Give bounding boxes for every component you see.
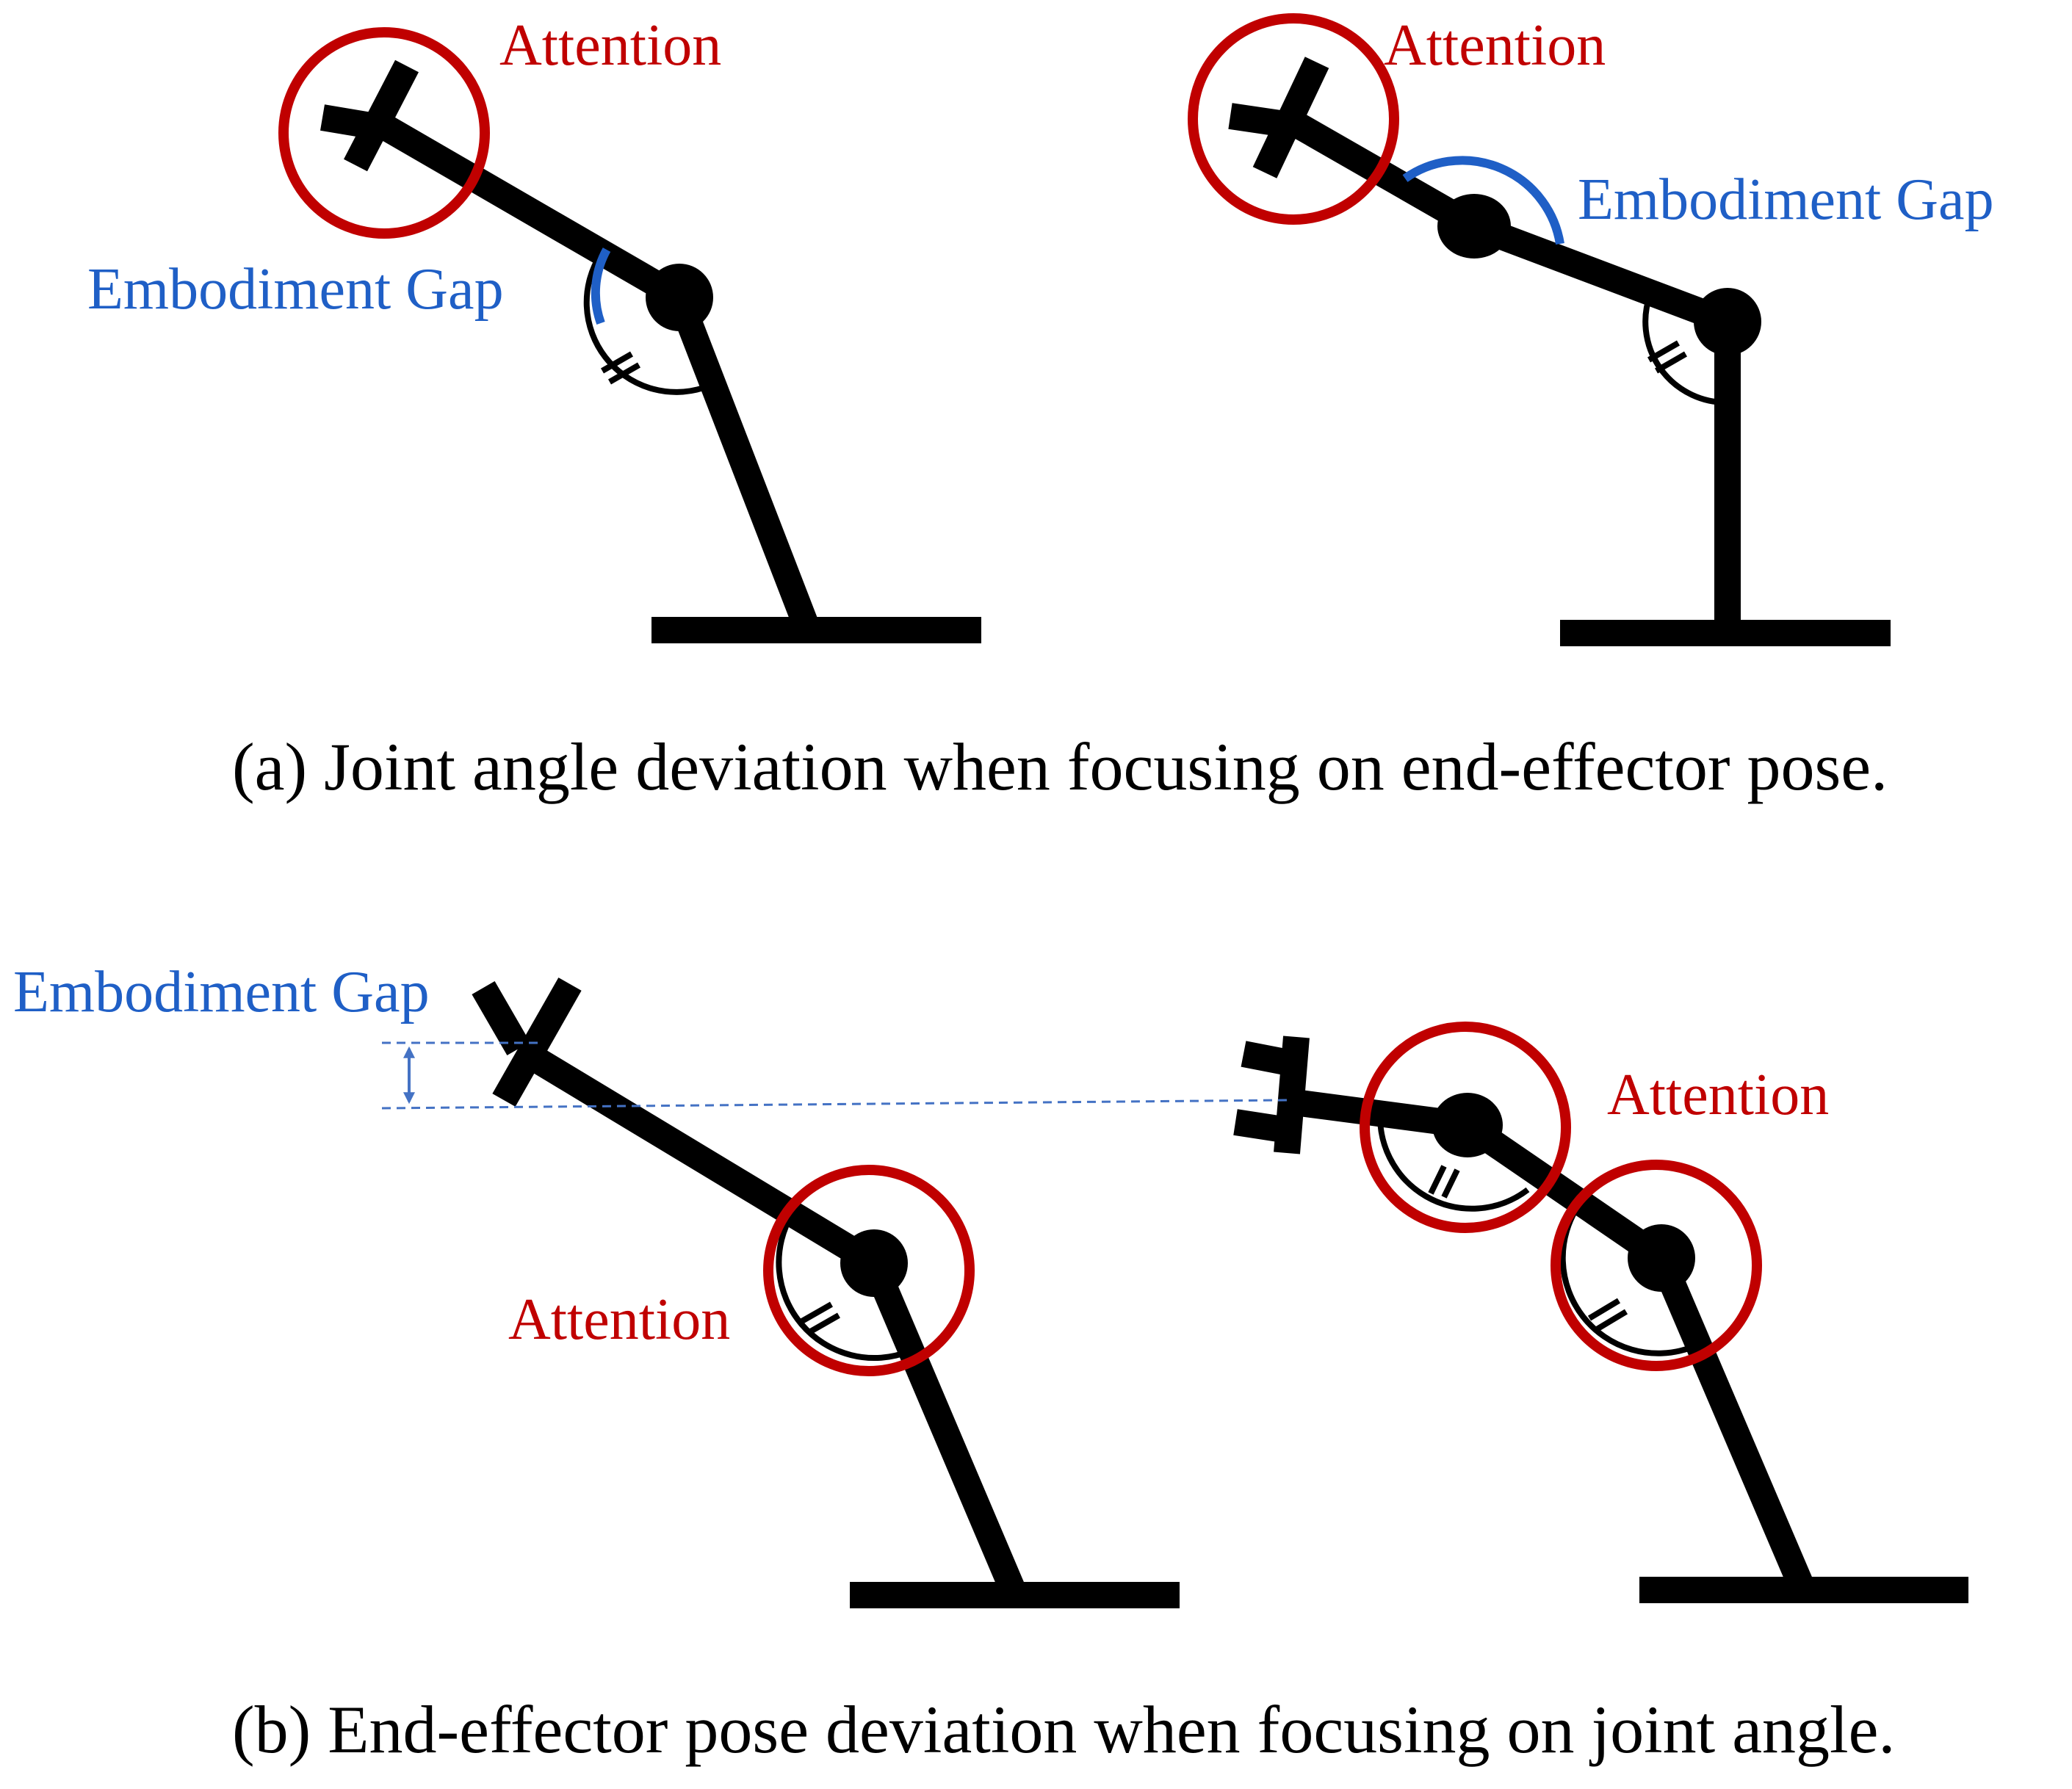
- elbow-angle-tick-marks: [1587, 1298, 1628, 1332]
- attention-circle: [278, 27, 490, 239]
- attention-label: Attention: [499, 13, 721, 78]
- gripper: [1233, 1036, 1310, 1154]
- gap-arc: [1402, 156, 1564, 245]
- elbow-joint: [646, 264, 713, 331]
- lower-link: [862, 1257, 1028, 1601]
- panel-a-right-robot: Attention Embodiment Gap: [1188, 13, 1994, 646]
- lower-link: [667, 292, 820, 635]
- joint-angle-arc: [583, 252, 705, 395]
- upper-link: [1469, 214, 1733, 334]
- attention-circle-wrist: [1360, 1022, 1571, 1233]
- wrist-angle-tick-marks: [1428, 1165, 1460, 1199]
- elbow-joint: [840, 1229, 908, 1297]
- panel-a-caption: (a) Joint angle deviation when focusing …: [232, 729, 1888, 804]
- panel-b-right-robot: Attention: [1233, 1022, 1968, 1603]
- angle-tick-marks: [601, 351, 640, 385]
- elbow-joint: [1694, 288, 1761, 355]
- attention-circle: [763, 1165, 975, 1376]
- lower-link: [1649, 1252, 1816, 1596]
- embodiment-gap-label: Embodiment Gap: [13, 960, 430, 1024]
- attention-circle: [1188, 13, 1399, 225]
- attention-label: Attention: [1384, 13, 1606, 78]
- upper-link: [380, 117, 687, 309]
- attention-label: Attention: [1607, 1063, 1829, 1127]
- angle-tick-marks: [1647, 340, 1687, 374]
- embodiment-gap-label: Embodiment Gap: [87, 257, 504, 322]
- gripper: [320, 59, 419, 172]
- wrist-angle-arc: [1377, 1105, 1530, 1212]
- angle-tick-marks: [799, 1301, 840, 1336]
- lower-dashed-line: [381, 1099, 1288, 1110]
- gap-arc: [591, 247, 611, 325]
- embodiment-gap-label: Embodiment Gap: [1578, 167, 1994, 232]
- attention-circle-elbow: [1551, 1160, 1762, 1371]
- panel-b-left-robot: Attention: [472, 977, 1180, 1608]
- attention-label: Attention: [508, 1287, 730, 1352]
- panel-b-caption: (b) End-effector pose deviation when foc…: [232, 1692, 1895, 1767]
- upper-link: [1459, 1114, 1669, 1269]
- end-effector-gap-indicator: Embodiment Gap: [13, 960, 1288, 1110]
- wrist-joint: [1432, 1093, 1503, 1157]
- upper-link: [511, 1037, 881, 1275]
- panel-a-left-robot: Attention Embodiment Gap: [87, 13, 981, 643]
- elbow-angle-arc: [1559, 1202, 1692, 1356]
- gripper: [1228, 57, 1329, 178]
- elbow-joint: [1628, 1224, 1695, 1292]
- wrist-joint: [1437, 194, 1511, 259]
- joint-angle-arc: [776, 1211, 911, 1362]
